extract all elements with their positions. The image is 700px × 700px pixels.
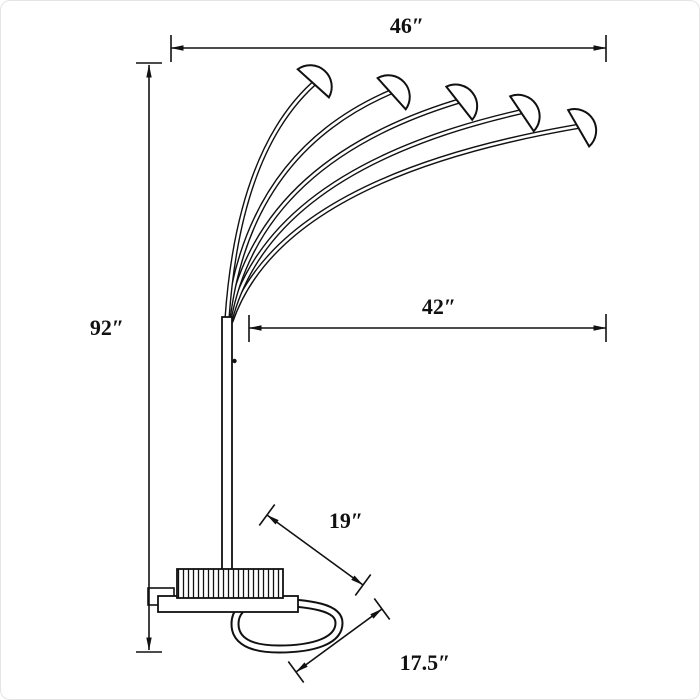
dimension-arm-span: 42″ <box>248 294 607 342</box>
base-hatched-block <box>176 568 284 599</box>
dimension-label-overall-height: 92″ <box>90 315 124 340</box>
lamp-arm <box>228 108 531 323</box>
lamp-shade <box>508 93 541 133</box>
dimension-overall-height: 92″ <box>90 62 162 653</box>
lamp-shades <box>296 64 598 149</box>
lamp-arm <box>225 77 321 321</box>
dimension-line <box>295 608 383 673</box>
dimension-base-depth: 19″ <box>258 504 372 596</box>
lamp-arm <box>225 86 401 323</box>
dimension-label-overall-width: 46″ <box>390 13 424 38</box>
lamp-shade <box>296 64 333 99</box>
dimension-label-base-depth: 19″ <box>329 508 363 533</box>
lamp-base <box>147 568 299 613</box>
lamp-arms <box>224 76 589 324</box>
lamp-switch <box>232 358 237 364</box>
floor-lamp-drawing <box>147 64 598 654</box>
lamp-shade <box>566 108 598 149</box>
lamp-shade <box>444 83 479 122</box>
lamp-arm <box>226 87 400 322</box>
lamp-pole <box>221 316 233 574</box>
dimension-label-arm-span: 42″ <box>422 294 456 319</box>
lamp-arm <box>229 123 588 323</box>
dimension-overall-width: 46″ <box>170 13 607 62</box>
lamp-arm <box>226 96 469 323</box>
dimension-label-base-width: 17.5″ <box>400 650 451 675</box>
lamp-arm <box>227 97 468 322</box>
dimension-line <box>266 514 364 586</box>
lamp-shade <box>376 74 411 111</box>
dimension-base-width: 17.5″ <box>287 598 451 683</box>
